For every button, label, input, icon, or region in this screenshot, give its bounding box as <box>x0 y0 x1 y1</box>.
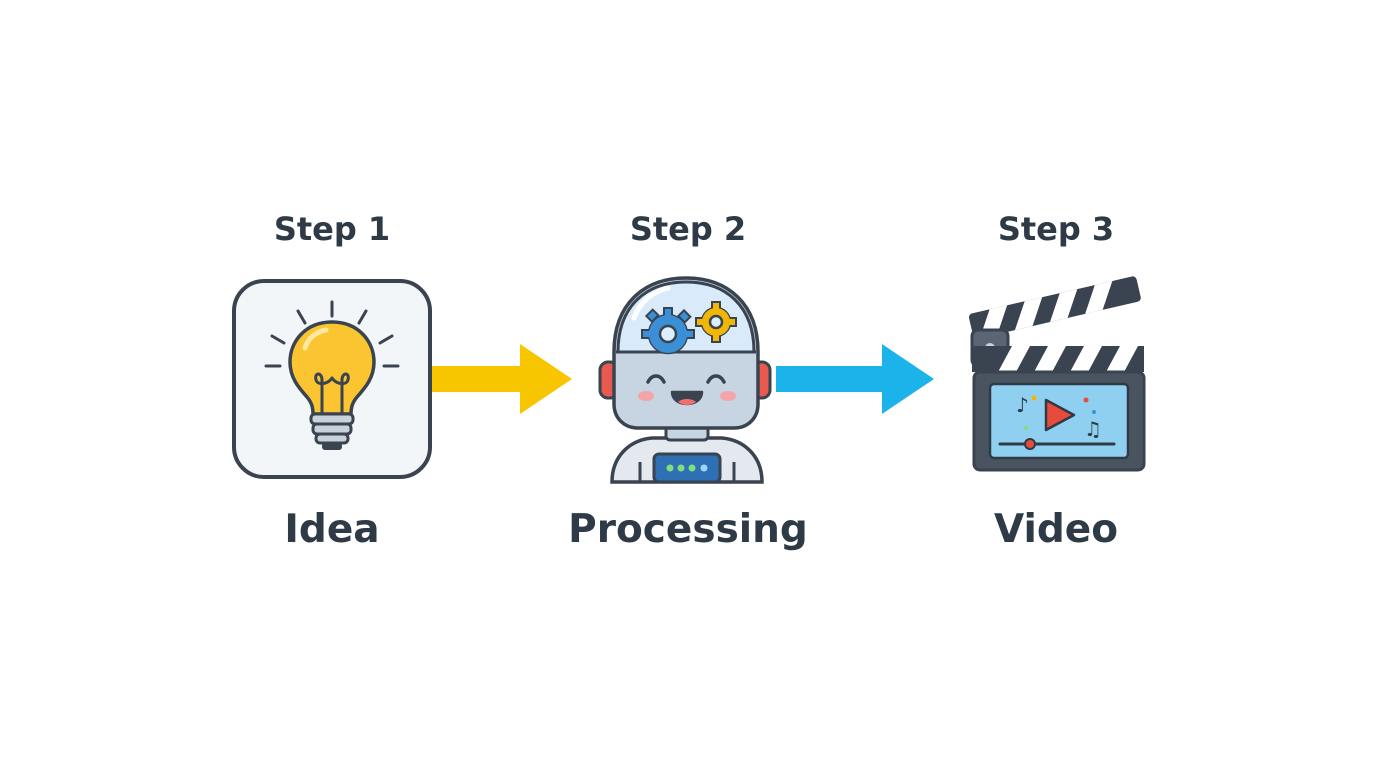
arrow-step2-to-step3 <box>776 344 934 414</box>
arrow-step1-to-step2 <box>430 344 572 414</box>
step-3-name: Video <box>993 507 1119 552</box>
clapperboard-icon: ♪ ♫ <box>968 276 1146 472</box>
step-2-name: Processing <box>568 507 808 552</box>
step-1-label: Step 1 <box>273 210 391 248</box>
gear-yellow-icon <box>695 301 737 343</box>
robot-icon <box>598 276 772 484</box>
gear-blue-icon <box>641 307 695 355</box>
step-1-name: Idea <box>284 507 380 552</box>
svg-text:♫: ♫ <box>1084 417 1102 441</box>
step-3-label: Step 3 <box>997 210 1115 248</box>
svg-text:♪: ♪ <box>1016 393 1029 417</box>
lightbulb-icon <box>232 279 432 479</box>
step-2-label: Step 2 <box>629 210 747 248</box>
